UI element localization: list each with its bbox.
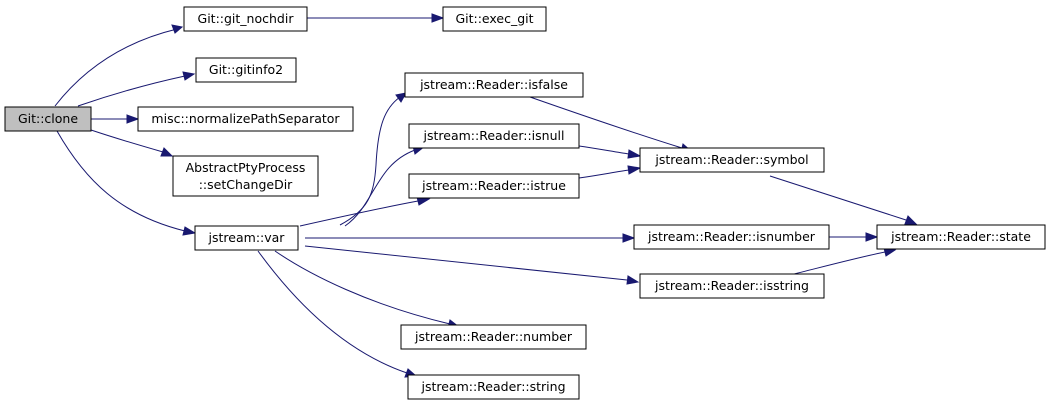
node-reader-isfalse[interactable]: jstream::Reader::isfalse bbox=[404, 72, 584, 98]
edge-clone-to-setchangedir bbox=[90, 129, 164, 153]
edge-isstring-to-state bbox=[789, 251, 886, 276]
arrow-head bbox=[171, 24, 184, 34]
arrow-head bbox=[182, 226, 197, 236]
arrow-head bbox=[904, 215, 918, 225]
node-label: jstream::Reader::symbol bbox=[654, 152, 808, 167]
node-git-exec-git[interactable]: Git::exec_git bbox=[442, 6, 547, 32]
arrow-head bbox=[431, 13, 445, 23]
node-label: jstream::Reader::number bbox=[414, 329, 573, 344]
arrow-head bbox=[626, 275, 640, 285]
node-label: jstream::Reader::string bbox=[420, 379, 565, 394]
edge-var-to-istrue bbox=[299, 200, 419, 227]
node-label: Git::clone bbox=[18, 111, 78, 126]
node-reader-isstring[interactable]: jstream::Reader::isstring bbox=[639, 273, 825, 299]
arrow-head bbox=[627, 149, 642, 159]
node-reader-isnull[interactable]: jstream::Reader::isnull bbox=[408, 123, 580, 149]
node-reader-string[interactable]: jstream::Reader::string bbox=[407, 374, 580, 400]
arrow-head bbox=[622, 233, 636, 243]
arrow-head bbox=[865, 232, 879, 242]
edge-isfalse-to-symbol bbox=[529, 96, 683, 149]
node-misc-normalize-path-separator[interactable]: misc::normalizePathSeparator bbox=[137, 106, 354, 132]
node-label: jstream::Reader::state bbox=[890, 229, 1031, 244]
edge-var-to-isfalse bbox=[339, 96, 401, 226]
node-jstream-var[interactable]: jstream::var bbox=[194, 225, 299, 251]
node-git-clone[interactable]: Git::clone bbox=[4, 106, 92, 132]
node-abstract-pty-process-set-change-dir[interactable]: AbstractPtyProcess ::setChangeDir bbox=[172, 155, 319, 197]
node-label: jstream::Reader::istrue bbox=[421, 178, 566, 193]
edges bbox=[54, 13, 918, 378]
edge-var-to-number bbox=[274, 250, 451, 325]
arrow-head bbox=[395, 92, 407, 103]
arrow-head bbox=[182, 71, 196, 81]
edge-var-to-string bbox=[257, 250, 408, 374]
node-label: jstream::Reader::isnumber bbox=[647, 229, 816, 244]
edge-var-to-isnull bbox=[344, 149, 416, 227]
edge-var-to-isstring bbox=[304, 245, 628, 281]
edge-clone-to-git-nochdir bbox=[54, 28, 178, 107]
node-label: jstream::Reader::isstring bbox=[654, 278, 809, 293]
edge-isnull-to-symbol bbox=[578, 145, 630, 155]
node-reader-istrue[interactable]: jstream::Reader::istrue bbox=[408, 173, 580, 199]
node-label: Git::git_nochdir bbox=[198, 11, 295, 26]
node-label: jstream::var bbox=[208, 230, 286, 245]
node-git-nochdir[interactable]: Git::git_nochdir bbox=[183, 6, 308, 32]
arrow-head bbox=[627, 165, 642, 175]
node-label: Git::exec_git bbox=[455, 11, 533, 26]
edge-symbol-to-state bbox=[769, 175, 907, 221]
node-label: jstream::Reader::isfalse bbox=[419, 77, 568, 92]
node-label: Git::gitinfo2 bbox=[209, 62, 283, 77]
nodes: Git::clone Git::git_nochdir Git::exec_gi… bbox=[4, 6, 1046, 400]
arrow-head bbox=[160, 147, 174, 157]
node-label: misc::normalizePathSeparator bbox=[151, 111, 340, 126]
arrow-head bbox=[126, 114, 140, 124]
node-reader-symbol[interactable]: jstream::Reader::symbol bbox=[639, 147, 825, 173]
edge-clone-to-gitinfo2 bbox=[77, 75, 186, 107]
node-label: ::setChangeDir bbox=[199, 177, 293, 192]
node-label: AbstractPtyProcess bbox=[186, 160, 306, 175]
node-reader-state[interactable]: jstream::Reader::state bbox=[876, 224, 1046, 250]
node-reader-number[interactable]: jstream::Reader::number bbox=[400, 324, 587, 350]
node-git-gitinfo2[interactable]: Git::gitinfo2 bbox=[195, 57, 297, 83]
node-label: jstream::Reader::isnull bbox=[423, 128, 565, 143]
edge-clone-to-var bbox=[56, 130, 186, 232]
edge-istrue-to-symbol bbox=[578, 169, 630, 179]
node-reader-isnumber[interactable]: jstream::Reader::isnumber bbox=[633, 224, 830, 250]
